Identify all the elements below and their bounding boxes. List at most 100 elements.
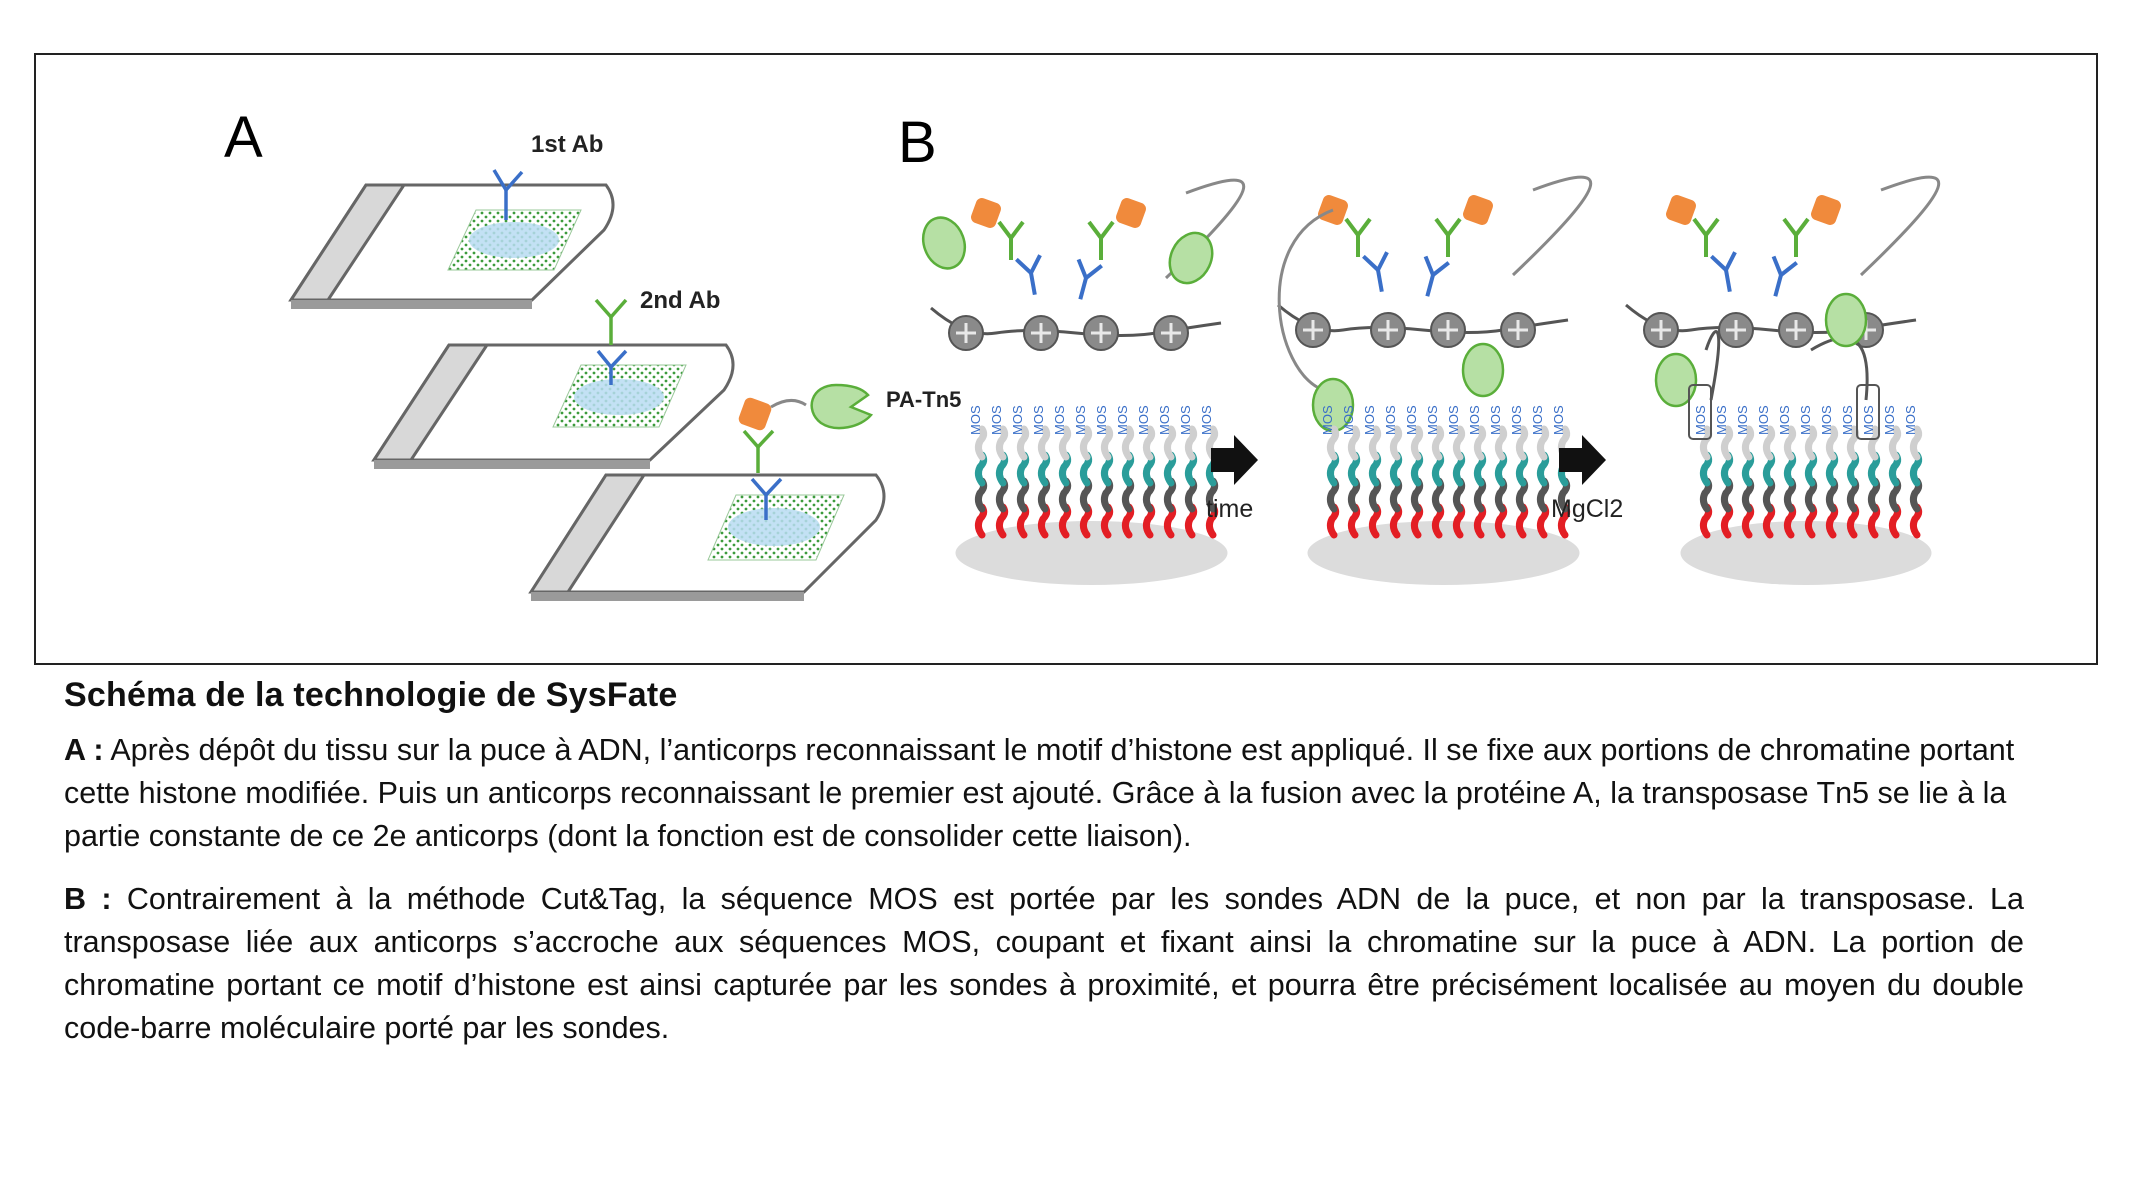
caption-paragraph-b: B : Contrairement à la méthode Cut&Tag, …	[64, 878, 2024, 1050]
first-antibody-icon	[492, 169, 524, 220]
dna-probe: MOS	[1031, 405, 1051, 539]
mos-label: MOS	[1341, 405, 1356, 435]
mos-label: MOS	[1052, 405, 1067, 435]
mos-label: MOS	[1903, 405, 1918, 435]
dna-probe: MOS	[1446, 405, 1466, 539]
histone-icon	[1023, 315, 1059, 351]
histone-icon	[1370, 312, 1406, 348]
tn5-icon	[1654, 352, 1698, 408]
second-antibody-icon	[1782, 217, 1810, 257]
mos-box	[1856, 384, 1880, 440]
second-antibody-icon	[594, 298, 628, 345]
protein-a-icon	[738, 397, 772, 431]
third-layer-first-antibody-icon	[750, 477, 783, 520]
mos-label: MOS	[1735, 405, 1750, 435]
dna-probe: MOS	[1488, 405, 1508, 539]
first-antibody-icon	[1771, 255, 1798, 297]
dna-probe: MOS	[1362, 405, 1382, 539]
dna-probe: MOS	[1856, 384, 1881, 539]
mos-label: MOS	[1882, 405, 1897, 435]
dna-probe: MOS	[1467, 405, 1487, 539]
dna-probe: MOS	[968, 405, 988, 539]
mos-label: MOS	[989, 405, 1004, 435]
second-antibody-icon	[1087, 220, 1115, 260]
dna-probe: MOS	[1798, 405, 1818, 539]
caption: Schéma de la technologie de SysFate A : …	[64, 676, 2024, 1070]
histone-icon	[1295, 312, 1331, 348]
caption-paragraph-a-lead: A :	[64, 733, 104, 767]
second-antibody-icon	[997, 220, 1025, 260]
mos-label: MOS	[1798, 405, 1813, 435]
arrow-time: time	[1206, 435, 1258, 523]
mos-label: MOS	[1530, 405, 1545, 435]
second-layer-first-antibody-icon	[596, 349, 628, 385]
mos-label: MOS	[1383, 405, 1398, 435]
dna-probe: MOS	[1320, 405, 1340, 539]
first-ab-label: 1st Ab	[531, 131, 603, 158]
dna-probe: MOS	[1777, 405, 1797, 539]
mos-label: MOS	[1777, 405, 1792, 435]
first-antibody-icon	[1362, 251, 1389, 293]
caption-paragraph-b-lead: B :	[64, 882, 112, 916]
chromatin-loop	[1859, 175, 1940, 277]
mos-label: MOS	[1115, 405, 1130, 435]
slide-2: 2nd Ab	[371, 287, 735, 469]
tn5-icon	[1168, 231, 1214, 285]
mos-label: MOS	[1509, 405, 1524, 435]
captured-fiber	[1810, 336, 1869, 401]
dna-probe: MOS	[1404, 405, 1424, 539]
dna-probe: MOS	[1756, 405, 1776, 539]
dna-probe: MOS	[1425, 405, 1445, 539]
dna-probe: MOS	[1882, 405, 1902, 539]
mos-label: MOS	[1819, 405, 1834, 435]
caption-paragraph-a: A : Après dépôt du tissu sur la puce à A…	[64, 729, 2024, 858]
histone-icon	[1153, 315, 1189, 351]
dna-probe: MOS	[1903, 405, 1923, 539]
dna-probe: MOS	[1509, 405, 1529, 539]
protein-a-icon	[1666, 195, 1696, 225]
dna-probe: MOS	[1010, 405, 1030, 539]
panel-a-letter: A	[224, 105, 263, 170]
mos-label: MOS	[1756, 405, 1771, 435]
caption-title: Schéma de la technologie de SysFate	[64, 676, 678, 714]
mos-label: MOS	[1551, 405, 1566, 435]
mos-label: MOS	[1073, 405, 1088, 435]
mos-label: MOS	[1320, 405, 1335, 435]
mos-label: MOS	[1157, 405, 1172, 435]
mos-label: MOS	[1010, 405, 1025, 435]
dna-probe: MOS	[1094, 405, 1114, 539]
mos-label: MOS	[1404, 405, 1419, 435]
dna-probe: MOS	[989, 405, 1009, 539]
caption-paragraph-b-text: Contrairement à la méthode Cut&Tag, la s…	[64, 882, 2024, 1045]
caption-paragraph-a-text: Après dépôt du tissu sur la puce à ADN, …	[64, 733, 2015, 853]
protein-a-icon	[1463, 195, 1493, 225]
protein-a-icon	[1811, 195, 1841, 225]
tether-line	[1277, 208, 1334, 392]
mos-label: MOS	[1446, 405, 1461, 435]
mos-box	[1688, 384, 1712, 440]
slide-1: 1st Ab	[288, 131, 615, 309]
dna-probe: MOS	[1840, 405, 1860, 539]
tn5-icon	[921, 216, 967, 270]
first-antibody-icon	[1710, 251, 1737, 293]
dna-probe: MOS	[1819, 405, 1839, 539]
mos-label: MOS	[1425, 405, 1440, 435]
second-antibody-icon	[1344, 217, 1372, 257]
tn5-icon	[1824, 292, 1868, 348]
mos-label: MOS	[1693, 405, 1708, 435]
histone-icon	[1643, 312, 1679, 348]
histone-icon	[1083, 315, 1119, 351]
arrow-mgcl2-label: MgCl2	[1551, 495, 1623, 523]
dna-probe: MOS	[1341, 405, 1361, 539]
dna-probe: MOS	[1735, 405, 1755, 539]
second-ab-label: 2nd Ab	[640, 287, 720, 314]
mos-label: MOS	[1714, 405, 1729, 435]
mos-label: MOS	[1178, 405, 1193, 435]
captured-fiber	[1704, 330, 1721, 401]
dna-probe: MOS	[1178, 405, 1198, 539]
figure-frame: A 1st Ab	[34, 53, 2098, 665]
slide-3: PA-Tn5	[528, 383, 961, 601]
arrow-time-label: time	[1206, 495, 1253, 523]
